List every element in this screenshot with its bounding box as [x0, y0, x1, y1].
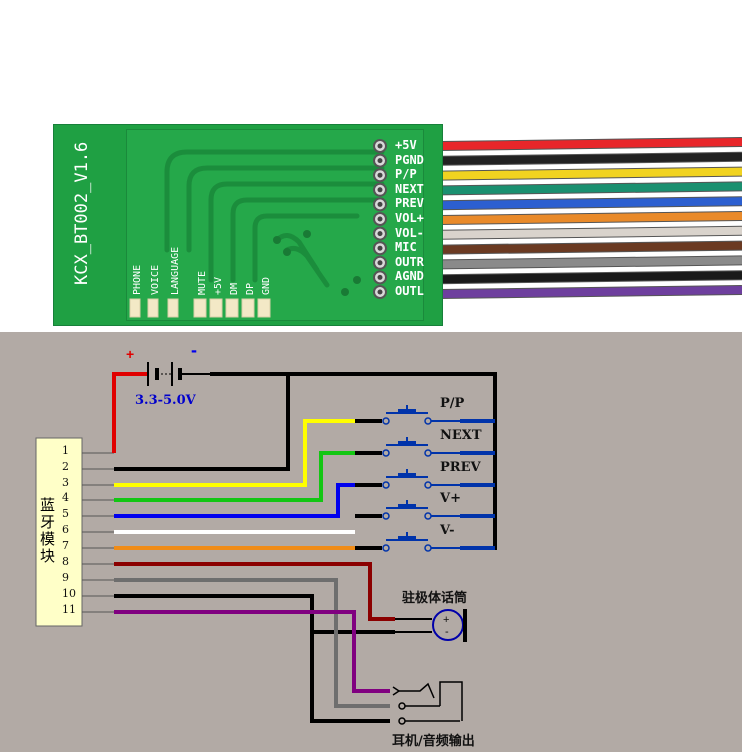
jack-spring [399, 682, 435, 699]
battery-plus-label: + [126, 346, 135, 362]
header-pin-hole [377, 158, 383, 164]
header-pin-hole [377, 187, 383, 193]
pin-label: PREV [395, 196, 424, 211]
header-pin-hole [377, 260, 383, 266]
mic-plus-label: + [443, 614, 450, 626]
switch-button [398, 441, 416, 446]
jack-contact [398, 717, 406, 725]
pin-label: AGND [395, 269, 424, 284]
wire [439, 182, 742, 195]
switch-button [398, 409, 416, 414]
header-pin-hole [377, 172, 383, 178]
switch-contact [424, 544, 432, 552]
pcb-traces [164, 149, 385, 296]
header-pin-hole [377, 201, 383, 207]
pin-label: NEXT [395, 181, 424, 196]
switch-contact [382, 544, 390, 552]
module-photo: KCX_BT002_V1.6 [0, 0, 742, 332]
pin-number: 5 [62, 507, 69, 520]
switch-button [398, 536, 416, 541]
header-pin-hole [377, 143, 383, 149]
schematic-lines [35, 362, 497, 725]
pin-number: 8 [62, 555, 69, 568]
module-label: 蓝牙模块 [40, 497, 60, 565]
jack-body [439, 681, 463, 721]
pin-number: 11 [62, 603, 76, 616]
pin-number: 7 [62, 539, 69, 552]
switch-contact [424, 481, 432, 489]
pin-header [373, 139, 387, 299]
pin-label: OUTL [395, 284, 424, 298]
mic-minus-label: - [445, 626, 449, 638]
wire [439, 138, 742, 150]
schematic-wire [114, 374, 290, 471]
schematic-wire [114, 483, 355, 518]
pin-number: 4 [62, 491, 69, 504]
jack-tip [392, 686, 401, 696]
switch-button [398, 504, 416, 509]
pin-number: 3 [62, 476, 69, 489]
schematic-wire [310, 632, 390, 723]
pin-label: VOL+ [395, 211, 424, 225]
header-pin-hole [377, 274, 383, 280]
schematic-wire [114, 562, 395, 621]
battery-minus-label: - [191, 340, 197, 360]
bottom-pads [129, 298, 271, 318]
pin-label: PGND [395, 152, 424, 167]
wire [439, 271, 742, 284]
pin-label: P/P [395, 167, 417, 182]
wiring-schematic: 蓝牙模块 1 2 3 4 5 6 7 8 9 10 11 + - 3.3-5.0V P/P NEXT P… [0, 332, 742, 752]
module-label-text: 蓝牙模块 [40, 496, 56, 565]
switch-contact [382, 417, 390, 425]
header-pin-hole [377, 289, 383, 295]
header-pin-hole [377, 231, 383, 237]
pin-number: 1 [62, 444, 69, 457]
module-box [35, 437, 83, 627]
switch-label: P/P [440, 396, 465, 411]
jack-label: 耳机/音频输出 [392, 734, 475, 749]
switch-label: V- [440, 523, 455, 538]
switch-contact [382, 449, 390, 457]
switch-label: V+ [440, 491, 461, 506]
switch-contact [382, 512, 390, 520]
wire [439, 256, 742, 269]
pcb-board: KCX_BT002_V1.6 [53, 124, 443, 326]
wire [439, 226, 742, 239]
pin-label: VOL- [395, 225, 424, 240]
pin-number: 6 [62, 523, 69, 536]
schematic-wire [112, 372, 148, 453]
pin-label: MIC [395, 240, 417, 255]
schematic-wire [114, 578, 390, 708]
wire [439, 197, 742, 210]
switch-contact [382, 481, 390, 489]
wire-bundle [439, 137, 742, 299]
pin-label: OUTR [395, 254, 424, 269]
wire [439, 286, 742, 298]
wire [439, 212, 742, 224]
header-pin-hole [377, 216, 383, 222]
jack-contact [398, 702, 406, 710]
header-pin-hole [377, 245, 383, 251]
switch-contact [424, 512, 432, 520]
battery-voltage-label: 3.3-5.0V [135, 393, 196, 408]
schematic-wire [114, 419, 355, 487]
mic-label: 驻极体话筒 [402, 591, 468, 606]
pin-number: 10 [62, 587, 76, 600]
schematic-wire [114, 610, 390, 693]
switch-label: PREV [440, 460, 481, 475]
switch-button [398, 473, 416, 478]
switch-contact [424, 417, 432, 425]
pin-label: +5V [395, 138, 417, 152]
wire [439, 167, 742, 180]
pin-number: 9 [62, 571, 69, 584]
switch-contact [424, 449, 432, 457]
wire [439, 241, 742, 254]
wire [439, 152, 742, 165]
switch-label: NEXT [440, 428, 482, 443]
schematic-wire [114, 451, 355, 502]
pin-number: 2 [62, 460, 69, 473]
schematic-wire [210, 372, 497, 550]
